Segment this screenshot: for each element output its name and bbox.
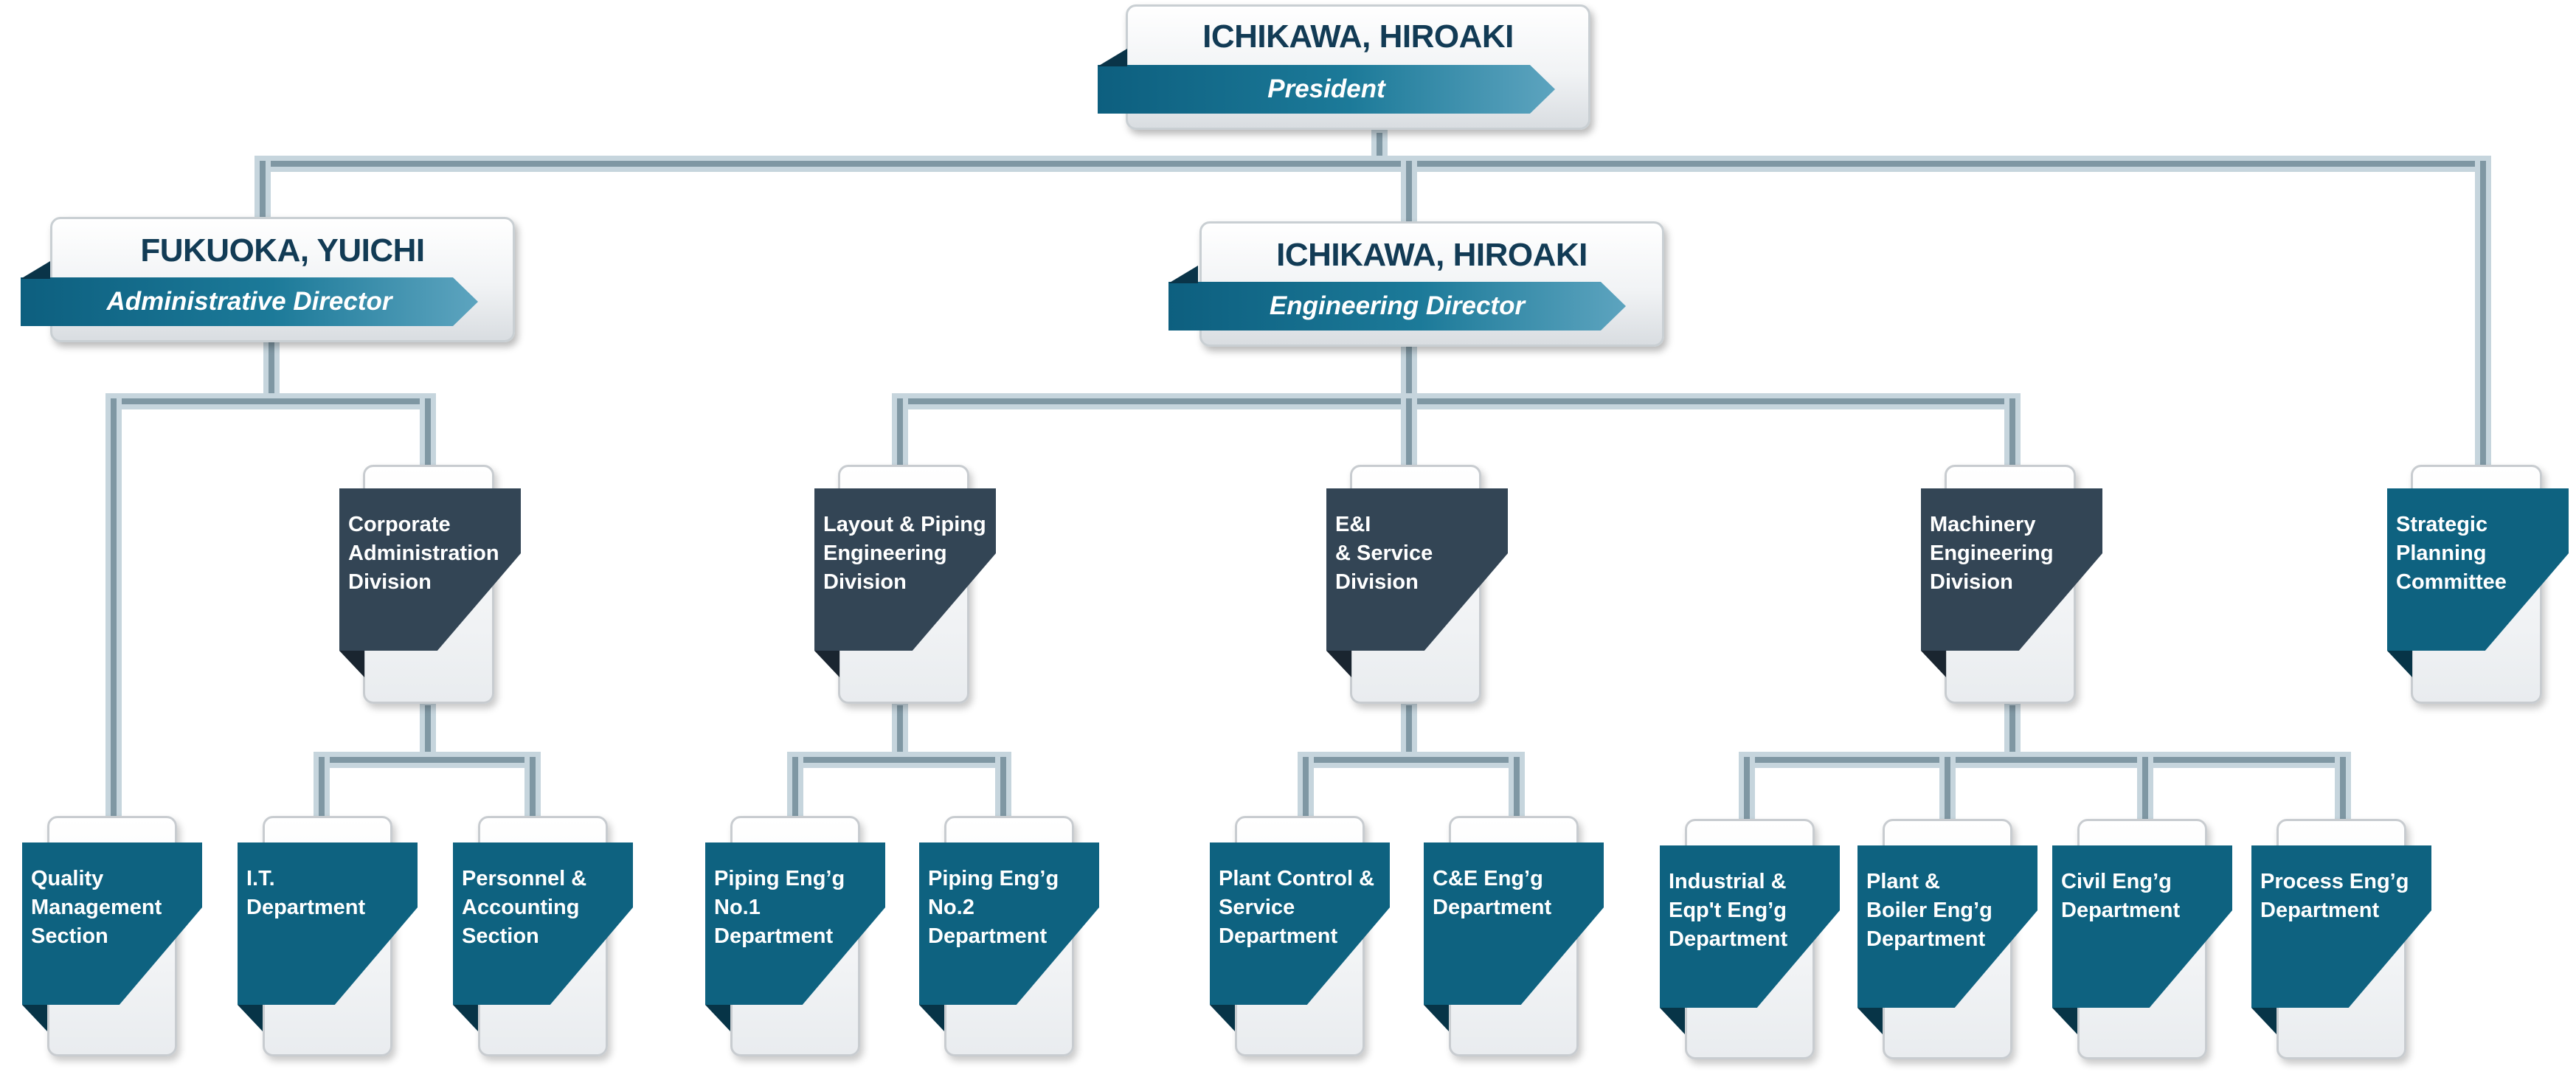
administrative-director-title-banner: Administrative Director — [21, 277, 478, 326]
president-title-banner: President — [1098, 65, 1555, 114]
division-label: Corporate Administration Division — [348, 513, 499, 594]
connector-line — [1303, 757, 1309, 819]
card-face: Plant & Boiler Eng’g Department — [1857, 845, 2037, 1008]
card-fold — [1857, 1008, 1883, 1034]
connector-line — [425, 398, 431, 468]
connector-line — [792, 757, 798, 819]
department-label: Process Eng’g Department — [2260, 870, 2409, 922]
department-label: Plant & Boiler Eng’g Department — [1866, 870, 1992, 951]
connector-line — [792, 757, 1006, 763]
connector-line — [1945, 757, 1950, 819]
card-fold — [1921, 651, 1946, 677]
connector-line — [260, 161, 266, 220]
connector-line — [2340, 757, 2346, 819]
administrative-director-name: FUKUOKA, YUICHI — [140, 232, 425, 269]
connector-line — [260, 161, 2486, 167]
card-face: Corporate Administration Division — [339, 488, 521, 651]
connector-line — [319, 757, 325, 819]
unit-label: Strategic Planning Committee — [2396, 513, 2507, 594]
connector-line — [1406, 161, 1412, 223]
department-label: Civil Eng’g Department — [2061, 870, 2181, 922]
card-face: Process Eng’g Department — [2251, 845, 2431, 1008]
president-name: ICHIKAWA, HIROAKI — [1202, 18, 1514, 55]
connector-line — [111, 398, 431, 404]
connector-line — [111, 398, 117, 819]
connector-line — [1744, 757, 1750, 819]
department-label: Plant Control & Service Department — [1219, 867, 1375, 948]
connector-line — [897, 705, 903, 760]
connector-line — [2009, 398, 2015, 468]
connector-line — [1406, 398, 1412, 468]
engineering-director-name: ICHIKAWA, HIROAKI — [1276, 237, 1588, 273]
card-fold — [919, 1005, 944, 1031]
connector-line — [2142, 757, 2148, 819]
connector-line — [2009, 705, 2015, 760]
department-label: Piping Eng’g No.2 Department — [928, 867, 1059, 948]
card-fold — [22, 1005, 47, 1031]
connector-line — [425, 705, 431, 760]
connector-line — [897, 398, 2015, 404]
card-fold — [339, 651, 364, 677]
card-fold — [2052, 1008, 2077, 1034]
connector-line — [897, 398, 903, 468]
department-label: C&E Eng’g Department — [1433, 867, 1552, 919]
connector-line — [1000, 757, 1006, 819]
connector-line — [1303, 757, 1520, 763]
engineering-director-title-banner: Engineering Director — [1168, 282, 1626, 331]
card-face: Piping Eng’g No.1 Department — [705, 842, 885, 1005]
connector-line — [1406, 705, 1412, 760]
connector-line — [2480, 161, 2486, 468]
card-face: Layout & Piping Engineering Division — [814, 488, 996, 651]
department-label: Quality Management Section — [31, 867, 162, 948]
banner-fold — [1168, 266, 1198, 283]
department-label: Personnel & Accounting Section — [462, 867, 587, 948]
card-fold — [705, 1005, 730, 1031]
card-fold — [1424, 1005, 1449, 1031]
card-fold — [2251, 1008, 2276, 1034]
connector-line — [269, 342, 274, 401]
department-label: I.T. Department — [246, 867, 366, 919]
card-fold — [2387, 651, 2412, 677]
card-fold — [1660, 1008, 1685, 1034]
card-face: Quality Management Section — [22, 842, 202, 1005]
card-fold — [453, 1005, 478, 1031]
connector-line — [319, 757, 536, 763]
connector-line — [1406, 345, 1412, 401]
department-label: Piping Eng’g No.1 Department — [714, 867, 845, 948]
connector-line — [1514, 757, 1520, 819]
division-label: Layout & Piping Engineering Division — [823, 513, 986, 594]
connector-line — [1744, 757, 2346, 763]
card-fold — [1210, 1005, 1235, 1031]
card-fold — [1326, 651, 1351, 677]
connector-line — [1377, 133, 1382, 164]
division-label: Machinery Engineering Division — [1930, 513, 2054, 594]
department-label: Industrial & Eqp't Eng’g Department — [1669, 870, 1788, 951]
division-label: E&I & Service Division — [1335, 513, 1433, 594]
banner-fold — [21, 261, 50, 279]
card-fold — [814, 651, 839, 677]
banner-fold — [1098, 49, 1127, 66]
card-fold — [238, 1005, 263, 1031]
connector-line — [530, 757, 536, 819]
